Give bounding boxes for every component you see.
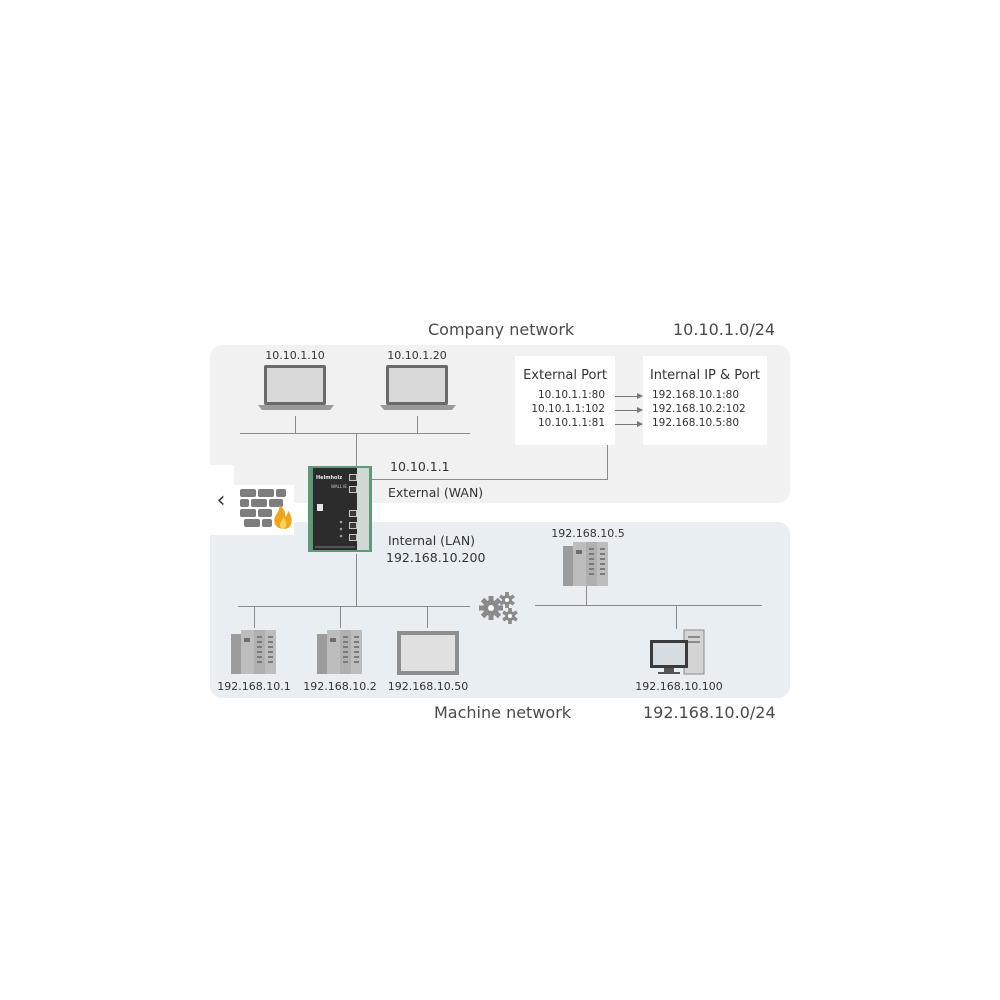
laptop-icon xyxy=(380,365,456,410)
machine-bus-left xyxy=(238,606,470,607)
device-ip-label: 192.168.10.5 xyxy=(551,527,625,540)
router-brand-label: Helmholz xyxy=(316,475,343,481)
laptop-2-drop xyxy=(417,416,418,433)
nat-external-entry: 10.10.1.1:102 xyxy=(531,403,605,415)
device-ip-label: 192.168.10.50 xyxy=(387,680,469,693)
machine-bus-right xyxy=(535,605,762,606)
wan-link-vertical xyxy=(607,445,608,480)
gears-icon xyxy=(479,592,518,624)
nat-arrow xyxy=(615,407,643,413)
router-wan-ip: 10.10.1.1 xyxy=(390,459,450,474)
firewall-icon xyxy=(240,489,292,529)
external-port-box: External Port xyxy=(515,356,615,445)
company-bus-line xyxy=(240,433,470,434)
router-model-label: WALL IE xyxy=(331,484,347,489)
machine-network-title: Machine network xyxy=(434,703,572,722)
router-downlink xyxy=(356,554,357,607)
company-subnet: 10.10.1.0/24 xyxy=(673,320,776,339)
nat-external-entry: 10.10.1.1:80 xyxy=(538,389,605,401)
nat-arrow xyxy=(615,421,643,427)
workstation-icon xyxy=(650,629,705,675)
nat-internal-entry: 192.168.10.5:80 xyxy=(652,417,740,429)
router-wan-label: External (WAN) xyxy=(388,485,484,500)
laptop-1-drop xyxy=(295,416,296,433)
plc-icon xyxy=(231,630,276,674)
hmi-panel-icon xyxy=(397,631,459,675)
router-device-icon xyxy=(308,466,372,552)
device-ip-label: 192.168.10.1 xyxy=(217,680,291,693)
device-2-drop xyxy=(340,606,341,628)
router-lan-ip: 192.168.10.200 xyxy=(386,550,486,565)
plc-icon xyxy=(317,630,362,674)
laptop-1-ip: 10.10.1.10 xyxy=(265,349,325,362)
laptop-2-ip: 10.10.1.20 xyxy=(387,349,447,362)
device-50-drop xyxy=(427,606,428,628)
router-lan-label: Internal (LAN) xyxy=(388,533,476,548)
previous-arrow-button[interactable]: ‹ xyxy=(208,465,234,535)
nat-arrow xyxy=(615,393,643,399)
nat-internal-entry: 192.168.10.1:80 xyxy=(652,389,740,401)
internal-ip-port-header: Internal IP & Port xyxy=(649,368,761,383)
wan-link-horizontal xyxy=(368,479,608,480)
nat-external-entry: 10.10.1.1:81 xyxy=(538,417,605,429)
internal-ip-port-box: Internal IP & Port xyxy=(643,356,767,445)
external-port-header: External Port xyxy=(523,368,607,383)
device-ip-label: 192.168.10.2 xyxy=(303,680,377,693)
nat-internal-entry: 192.168.10.2:102 xyxy=(652,403,746,415)
plc-icon xyxy=(563,542,608,586)
company-network-title: Company network xyxy=(428,320,575,339)
device-5-drop xyxy=(586,586,587,606)
device-100-drop xyxy=(676,605,677,629)
device-1-drop xyxy=(254,606,255,628)
router-uplink xyxy=(356,433,357,467)
machine-subnet: 192.168.10.0/24 xyxy=(643,703,776,722)
laptop-icon xyxy=(258,365,334,410)
device-ip-label: 192.168.10.100 xyxy=(635,680,723,693)
